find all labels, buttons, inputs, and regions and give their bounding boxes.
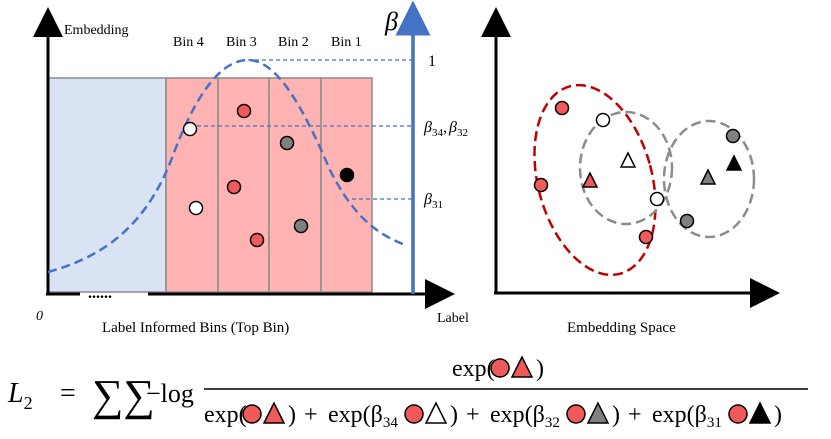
formula-sums: ∑∑ bbox=[92, 371, 155, 420]
pre-bin-region bbox=[47, 77, 167, 293]
den-close-1: ) bbox=[288, 402, 296, 428]
numerator-exp: exp( bbox=[452, 356, 495, 382]
den-exp-1: exp( bbox=[204, 402, 247, 428]
bin-label-3: Bin 3 bbox=[226, 35, 257, 50]
formula-equals: = bbox=[60, 378, 76, 409]
den-close-4: ) bbox=[774, 402, 782, 428]
den3-gray-triangle-icon bbox=[586, 401, 610, 424]
right-caption: Embedding Space bbox=[567, 320, 676, 336]
numerator-close: ) bbox=[536, 356, 544, 382]
den1-red-triangle-icon bbox=[262, 401, 286, 424]
embed-point-red bbox=[533, 177, 549, 193]
centroid-triangle-black bbox=[725, 154, 743, 171]
den4-black-triangle-icon bbox=[748, 401, 772, 424]
cluster-red bbox=[533, 83, 657, 277]
y-axis-label: Embedding bbox=[64, 23, 129, 38]
bin-label-2: Bin 2 bbox=[278, 35, 309, 50]
loss-formula: L2 = ∑∑ −log exp( ) exp( ) + exp(β34 ) +… bbox=[7, 355, 808, 431]
beta-tick-31: β31 bbox=[423, 191, 443, 211]
right-panel: Embedding Space bbox=[481, 7, 780, 336]
den2-red-circle-icon bbox=[404, 404, 424, 424]
point-gray bbox=[279, 135, 295, 151]
den3-red-circle-icon bbox=[566, 404, 586, 424]
point-red bbox=[226, 179, 242, 195]
den-exp-beta31: exp(β31 bbox=[652, 402, 722, 431]
beta-tick-1: 1 bbox=[428, 53, 436, 70]
origin-label: 0 bbox=[36, 309, 43, 324]
embed-point-red bbox=[554, 100, 570, 116]
den-close-3: ) bbox=[612, 402, 620, 428]
beta-axis-symbol: β bbox=[384, 7, 398, 36]
den-exp-beta34: exp(β34 bbox=[328, 402, 398, 431]
num-red-circle-icon bbox=[490, 358, 510, 378]
centroid-triangle-white bbox=[619, 151, 637, 168]
num-red-triangle-icon bbox=[510, 355, 534, 378]
den-exp-beta32: exp(β32 bbox=[490, 402, 560, 431]
point-red bbox=[236, 103, 252, 119]
point-red bbox=[249, 232, 265, 248]
point-gray bbox=[293, 218, 309, 234]
similarity-curve bbox=[47, 58, 406, 274]
formula-lhs: L2 bbox=[7, 378, 33, 413]
left-panel: ...... Embedding Bin 4 Bin 3 Bin 2 Bin 1… bbox=[33, 0, 469, 336]
den2-white-triangle-icon bbox=[424, 401, 448, 424]
point-white bbox=[188, 200, 204, 216]
x-axis-end-label: Label bbox=[437, 311, 469, 326]
cluster-gray-right bbox=[662, 119, 756, 239]
embed-point-white bbox=[649, 191, 665, 207]
centroid-triangle-red bbox=[581, 171, 599, 188]
den-plus-2: + bbox=[466, 402, 480, 428]
beta-tick-34-32: β34,β32 bbox=[423, 119, 468, 139]
bin-label-1: Bin 1 bbox=[331, 35, 362, 50]
point-black bbox=[339, 167, 355, 183]
den-plus-3: + bbox=[628, 402, 642, 428]
den1-red-circle-icon bbox=[242, 404, 262, 424]
formula-neglog: −log bbox=[146, 379, 194, 408]
centroid-triangle-gray bbox=[699, 168, 717, 185]
bin-label-4: Bin 4 bbox=[173, 35, 204, 50]
den4-red-circle-icon bbox=[728, 404, 748, 424]
point-white bbox=[182, 121, 198, 137]
den-plus-1: + bbox=[304, 402, 318, 428]
den-close-2: ) bbox=[450, 402, 458, 428]
x-axis-label: Label Informed Bins (Top Bin) bbox=[102, 320, 289, 336]
bin-1-region bbox=[320, 77, 373, 293]
embed-point-gray bbox=[725, 128, 741, 144]
embed-point-red bbox=[638, 229, 654, 245]
cluster-gray-middle bbox=[578, 110, 674, 226]
bin-2-region bbox=[268, 77, 322, 293]
embed-point-gray bbox=[679, 213, 695, 229]
embed-point-white bbox=[595, 112, 611, 128]
x-axis-ellipsis: ...... bbox=[88, 285, 112, 302]
